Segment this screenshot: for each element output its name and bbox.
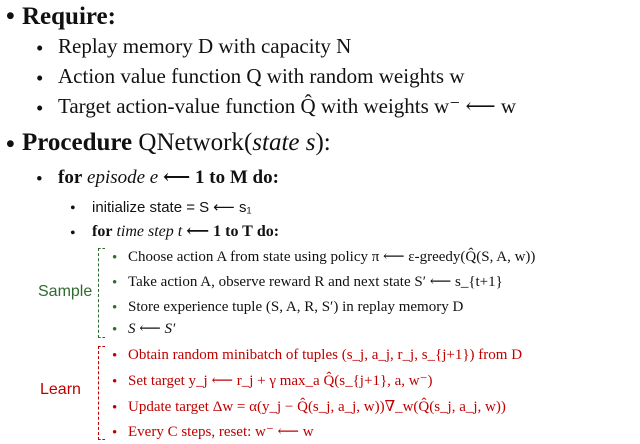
bullet-icon: •	[112, 250, 118, 266]
learn-bracket	[98, 346, 105, 440]
bullet-icon: •	[112, 374, 118, 390]
sample-step-choose-action: Choose action A from state using policy …	[128, 249, 536, 265]
learn-step-update-target: Update target Δw = α(y_j − Q̂(s_j, a_j, …	[128, 399, 506, 415]
sample-bracket	[98, 248, 105, 338]
outer-loop-range: ⟵ 1 to M	[163, 167, 248, 188]
outer-loop-var: episode e	[87, 167, 159, 188]
bullet-icon: •	[112, 322, 118, 338]
sample-step-take-action: Take action A, observe reward R and next…	[128, 274, 503, 290]
outer-loop-for: for	[58, 167, 83, 188]
outer-loop: for episode e ⟵ 1 to M do:	[58, 168, 279, 187]
procedure-arg-open: (	[243, 129, 253, 156]
bullet-icon: •	[70, 200, 76, 217]
bullet-icon: •	[112, 400, 118, 416]
bullet-icon: •	[112, 275, 118, 291]
procedure-arg-close: ):	[315, 129, 331, 156]
bullet-icon: •	[36, 169, 43, 190]
require-heading: Require:	[22, 3, 116, 30]
bullet-icon: •	[36, 66, 44, 90]
bullet-icon: •	[36, 36, 44, 60]
inner-loop-do: do:	[256, 223, 280, 240]
outer-loop-do: do:	[252, 167, 279, 188]
inner-loop-var: time step t	[116, 223, 183, 240]
bullet-icon: •	[36, 96, 44, 120]
bullet-icon: •	[6, 131, 15, 158]
learn-step-set-target: Set target y_j ⟵ r_j + γ max_a Q̂(s_{j+1…	[128, 373, 433, 389]
learn-label: Learn	[40, 381, 81, 398]
init-state: initialize state = S ⟵ s₁	[92, 199, 252, 216]
require-item-target-action-value: Target action-value function Q̂ with wei…	[58, 94, 517, 118]
procedure-name: QNetwork	[138, 129, 244, 156]
inner-loop-range: ⟵ 1 to T	[186, 223, 253, 240]
procedure-arg: state s	[252, 129, 316, 156]
bullet-icon: •	[6, 3, 15, 30]
learn-step-minibatch: Obtain random minibatch of tuples (s_j, …	[128, 347, 523, 363]
sample-label: Sample	[38, 283, 93, 300]
bullet-icon: •	[112, 425, 118, 441]
bullet-icon: •	[112, 348, 118, 364]
inner-loop: for time step t ⟵ 1 to T do:	[92, 224, 279, 240]
procedure-keyword: Procedure	[22, 129, 133, 156]
sample-step-update-state: S ⟵ S′	[128, 321, 176, 337]
sample-step-store-experience: Store experience tuple (S, A, R, S′) in …	[128, 299, 464, 315]
bullet-icon: •	[70, 225, 76, 242]
learn-step-reset-weights: Every C steps, reset: w⁻ ⟵ w	[128, 424, 314, 440]
procedure-heading: Procedure QNetwork(state s):	[22, 130, 331, 155]
require-item-replay-memory: Replay memory D with capacity N	[58, 34, 352, 58]
inner-loop-for: for	[92, 223, 113, 240]
bullet-icon: •	[112, 300, 118, 316]
require-item-action-value: Action value function Q with random weig…	[58, 64, 465, 88]
